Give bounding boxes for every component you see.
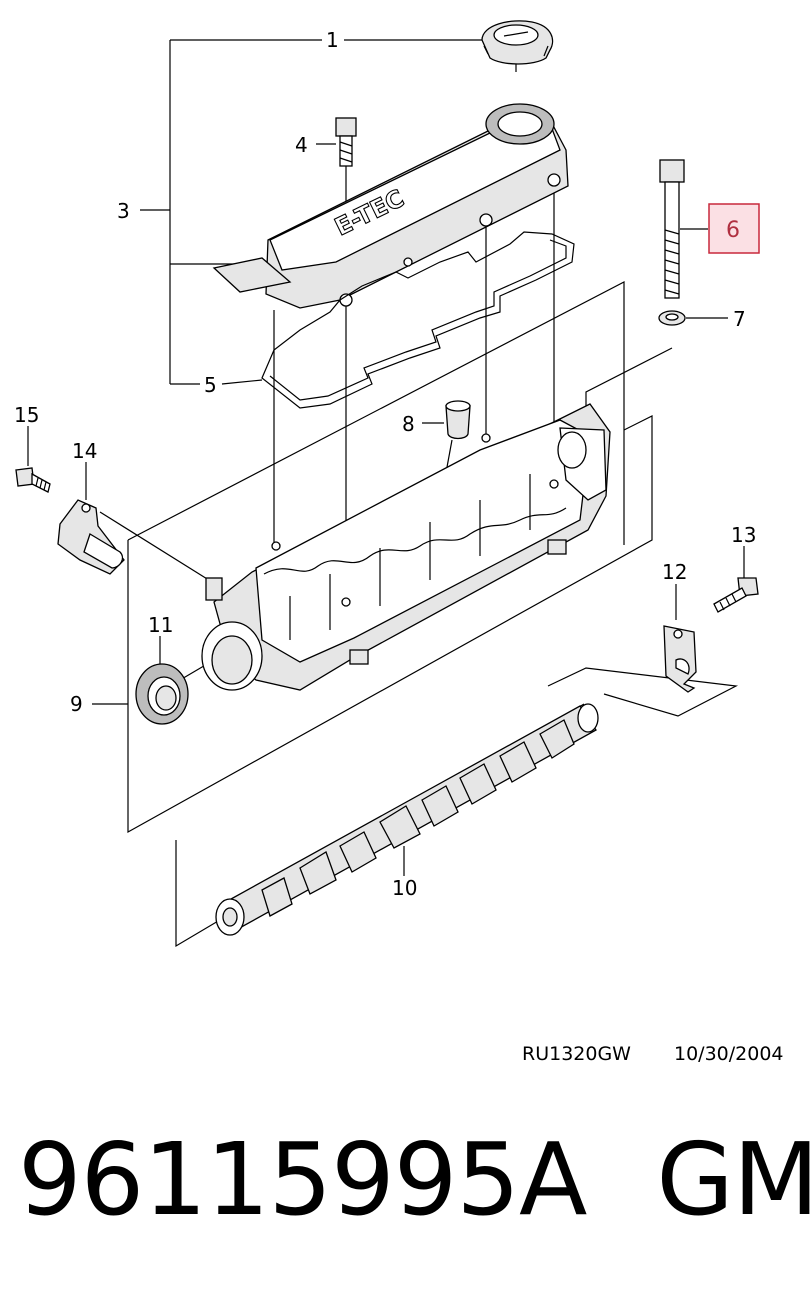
callout-14: 14 <box>72 439 97 463</box>
leader-lines <box>27 39 745 948</box>
callout-7: 7 <box>733 307 746 331</box>
brand-name: GM <box>656 1121 812 1238</box>
cover-gasket <box>261 231 575 409</box>
camshaft-position-sensor <box>57 499 125 575</box>
callout-1: 1 <box>326 28 339 52</box>
callout-15: 15 <box>14 403 39 427</box>
oil-seal <box>135 663 189 725</box>
callout-5: 5 <box>204 373 217 397</box>
callout-6: 6 <box>726 218 740 243</box>
bracket-bolt <box>713 577 759 613</box>
long-bolt <box>659 159 685 299</box>
washer <box>658 310 686 326</box>
sensor-bolt <box>15 467 51 493</box>
callout-3: 3 <box>117 199 130 223</box>
oil-filler-cap <box>481 20 554 72</box>
diagram-reference-code: RU1320GW <box>522 1043 631 1065</box>
valve-cover: E-TEC <box>212 103 569 309</box>
callout-11: 11 <box>148 613 173 637</box>
diagram-date: 10/30/2004 <box>674 1043 784 1065</box>
lifting-bracket <box>663 625 697 693</box>
callout-4: 4 <box>295 133 308 157</box>
callout-12: 12 <box>662 560 687 584</box>
callout-highlight-box <box>708 203 760 254</box>
spark-plug-tube <box>445 400 471 440</box>
camshaft <box>215 703 599 936</box>
callout-8: 8 <box>402 412 415 436</box>
camshaft-housing <box>201 403 611 691</box>
cover-bolt <box>335 117 357 167</box>
callout-9: 9 <box>70 692 83 716</box>
part-number: 96115995A <box>18 1121 587 1238</box>
callout-10: 10 <box>392 876 417 900</box>
callout-13: 13 <box>731 523 756 547</box>
callout-labels: 1 3 4 5 6 7 8 9 10 11 12 13 14 15 <box>14 28 756 900</box>
